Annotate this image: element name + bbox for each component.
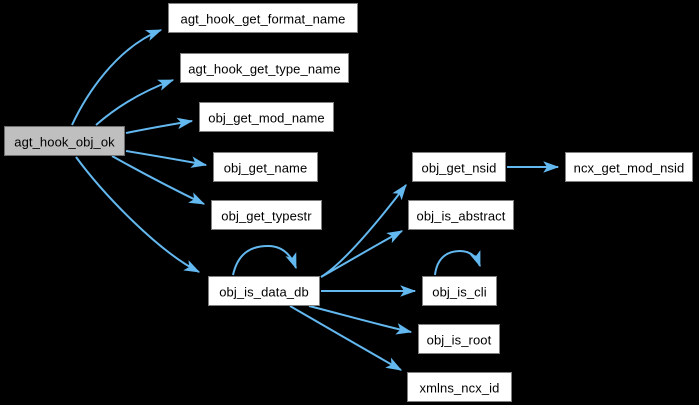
node-obj_is_root[interactable]: obj_is_root — [418, 324, 500, 354]
node-label: agt_hook_get_type_name — [188, 61, 341, 76]
node-agt_hook_obj_ok[interactable]: agt_hook_obj_ok — [4, 126, 125, 156]
node-ncx_get_mod_nsid[interactable]: ncx_get_mod_nsid — [565, 152, 693, 182]
node-obj_get_nsid[interactable]: obj_get_nsid — [412, 152, 506, 182]
edge-obj_is_data_db-to-obj_is_abstract — [320, 230, 404, 278]
edge-agt_hook_obj_ok-to-obj_get_typestr — [111, 155, 206, 205]
edge-obj_is_cli-self-loop — [434, 249, 481, 276]
node-label: obj_get_mod_name — [208, 110, 325, 125]
node-obj_is_data_db[interactable]: obj_is_data_db — [208, 276, 320, 306]
node-obj_is_cli[interactable]: obj_is_cli — [422, 276, 497, 306]
edge-obj_is_data_db-to-obj_is_root — [308, 305, 413, 335]
edge-agt_hook_obj_ok-to-obj_get_name — [125, 150, 208, 168]
node-xmlns_ncx_id[interactable]: xmlns_ncx_id — [407, 372, 512, 402]
edge-agt_hook_obj_ok-to-agt_hook_get_format_name — [71, 29, 163, 126]
edge-obj_is_data_db-to-obj_get_nsid — [320, 184, 407, 278]
node-label: obj_is_abstract — [416, 208, 506, 223]
edge-agt_hook_obj_ok-to-agt_hook_get_type_name — [95, 79, 175, 126]
node-obj_get_name[interactable]: obj_get_name — [213, 152, 318, 182]
node-label: xmlns_ncx_id — [419, 380, 500, 395]
node-obj_get_mod_name[interactable]: obj_get_mod_name — [199, 102, 334, 132]
edge-agt_hook_obj_ok-to-obj_get_mod_name — [125, 117, 194, 134]
node-obj_get_typestr[interactable]: obj_get_typestr — [211, 200, 322, 230]
node-agt_hook_get_format_name[interactable]: agt_hook_get_format_name — [168, 3, 358, 33]
node-label: obj_is_data_db — [219, 284, 309, 299]
node-label: agt_hook_obj_ok — [14, 134, 115, 149]
node-agt_hook_get_type_name[interactable]: agt_hook_get_type_name — [180, 53, 349, 83]
node-label: obj_get_typestr — [221, 208, 312, 223]
edge-obj_is_data_db-to-xmlns_ncx_id — [289, 305, 403, 371]
node-label: obj_get_name — [223, 160, 308, 175]
node-label: obj_is_root — [426, 332, 492, 347]
node-label: obj_get_nsid — [421, 160, 497, 175]
node-label: agt_hook_get_format_name — [180, 11, 346, 26]
edge-agt_hook_obj_ok-to-obj_is_data_db — [75, 156, 201, 273]
edge-obj_is_data_db-self-loop — [232, 244, 297, 276]
node-label: ncx_get_mod_nsid — [573, 160, 685, 175]
node-obj_is_abstract[interactable]: obj_is_abstract — [408, 200, 514, 230]
node-label: obj_is_cli — [432, 284, 487, 299]
